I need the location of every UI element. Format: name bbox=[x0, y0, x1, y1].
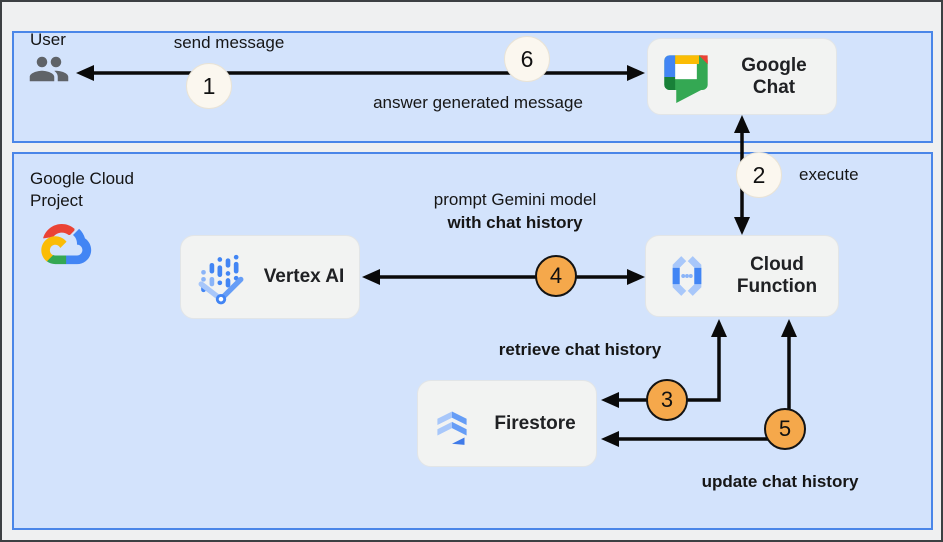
node-label-cloud-function: Cloud Function bbox=[736, 254, 818, 297]
edge-label-retrieve-history: retrieve chat history bbox=[498, 340, 662, 359]
google-chat-icon bbox=[660, 51, 712, 103]
cloud-functions-icon bbox=[658, 250, 716, 302]
edge-label-with-chat-history: with chat history bbox=[447, 213, 583, 232]
node-label-vertex-ai: Vertex AI bbox=[263, 266, 345, 288]
node-google-chat: Google Chat bbox=[647, 38, 837, 115]
user-zone-label: User bbox=[30, 30, 66, 49]
step-badge-1: 1 bbox=[186, 63, 232, 109]
edge-label-send-message: send message bbox=[173, 33, 285, 52]
node-vertex-ai: Vertex AI bbox=[180, 235, 360, 319]
edge-label-execute: execute bbox=[799, 165, 859, 184]
step-badge-6: 6 bbox=[504, 36, 550, 82]
step-badge-2: 2 bbox=[736, 152, 782, 198]
edge-label-prompt-gemini: prompt Gemini model bbox=[433, 190, 597, 209]
node-label-google-chat: Google Chat bbox=[741, 54, 807, 98]
node-label-firestore: Firestore bbox=[494, 412, 576, 434]
step-badge-4: 4 bbox=[535, 255, 577, 297]
firestore-icon bbox=[430, 399, 474, 449]
step-badge-3: 3 bbox=[646, 379, 688, 421]
node-firestore: Firestore bbox=[417, 380, 597, 467]
cloud-zone-label: Google Cloud Project bbox=[30, 169, 134, 210]
google-cloud-logo bbox=[38, 222, 98, 266]
step-badge-5: 5 bbox=[764, 408, 806, 450]
vertex-ai-icon bbox=[193, 249, 249, 305]
user-group-icon bbox=[28, 54, 70, 84]
edge-label-update-history: update chat history bbox=[701, 472, 859, 491]
node-cloud-function: Cloud Function bbox=[645, 235, 839, 317]
edge-label-answer-generated: answer generated message bbox=[373, 93, 583, 112]
